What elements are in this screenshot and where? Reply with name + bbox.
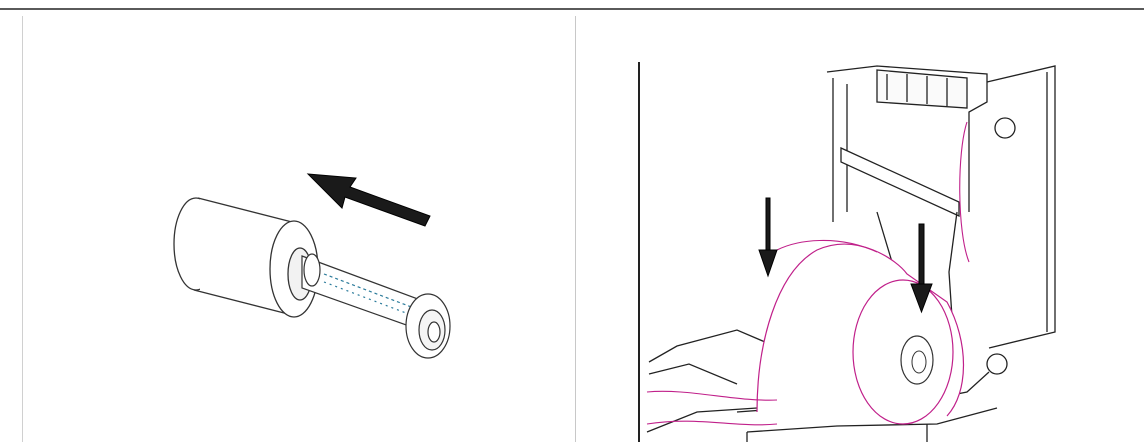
- figure-left-illustration: [173, 173, 451, 359]
- left-border-line: [22, 16, 23, 442]
- figure-right-illustration: [638, 62, 1056, 442]
- arrow-down-icon: [758, 197, 778, 278]
- paper-core-icon: [173, 197, 319, 318]
- spindle-icon: [301, 253, 451, 359]
- arrow-left-icon: [306, 173, 431, 227]
- figure-left-panel: [24, 12, 574, 442]
- arrow-down-icon: [910, 223, 933, 314]
- top-rule: [0, 8, 1144, 10]
- panel-divider: [575, 16, 576, 442]
- figure-right-panel: [577, 12, 1144, 442]
